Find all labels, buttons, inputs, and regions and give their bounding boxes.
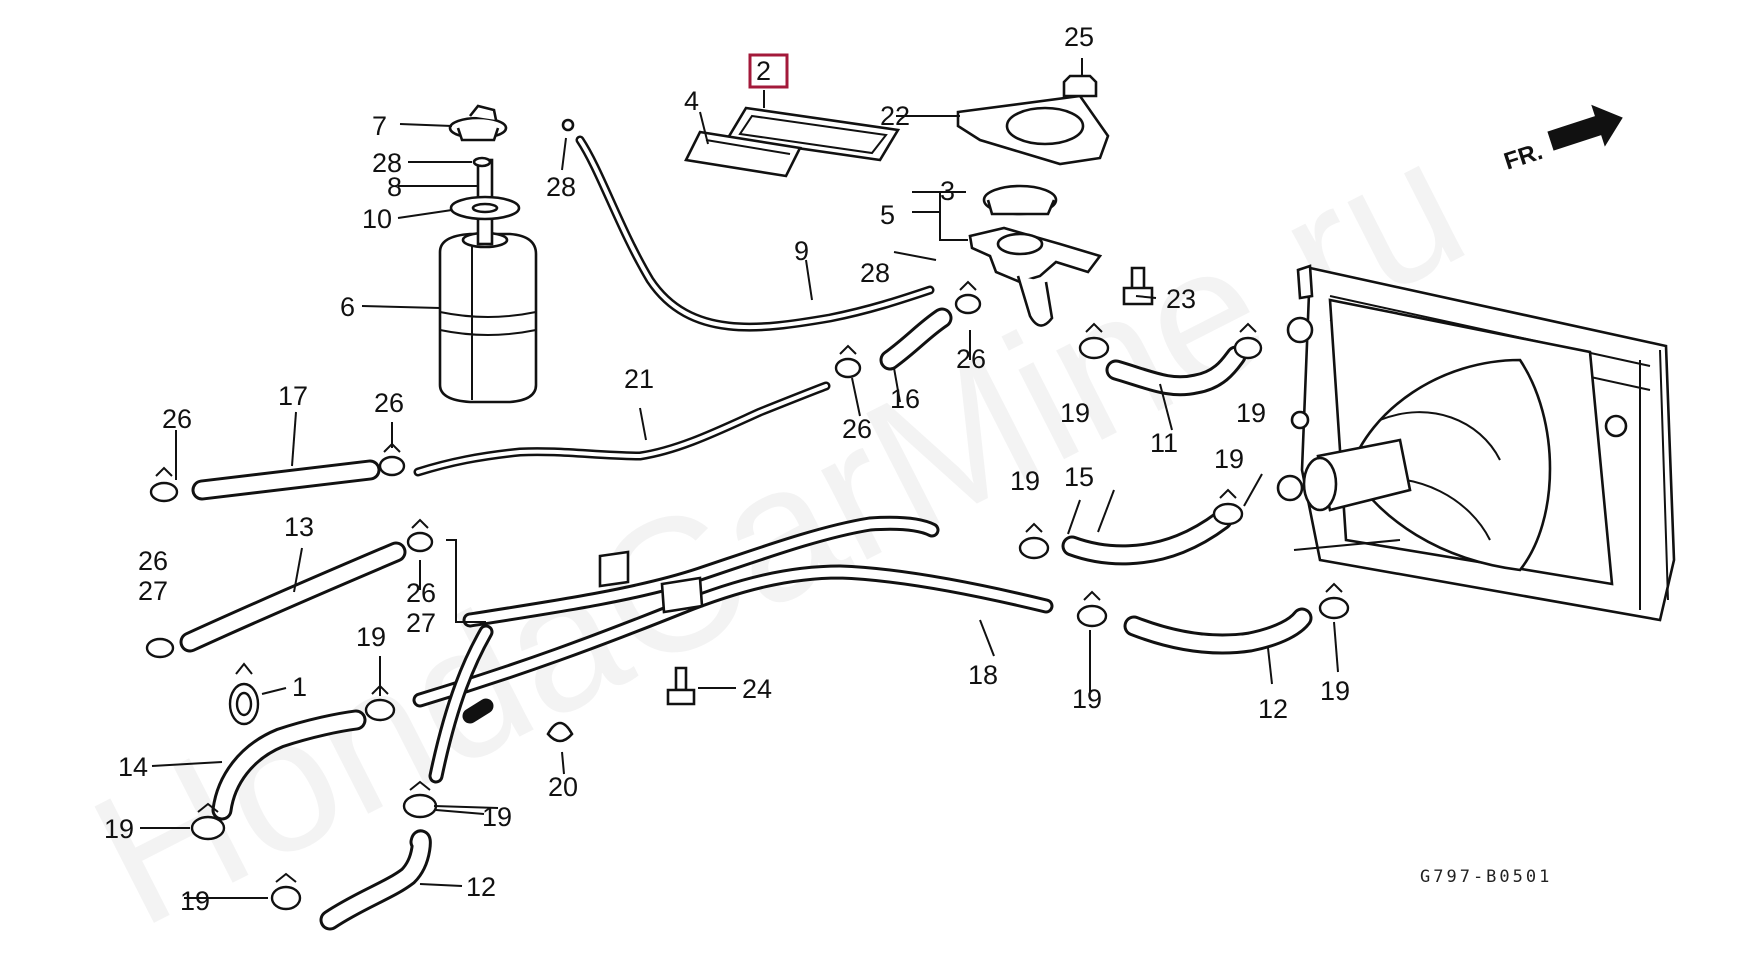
pipe-bracket <box>660 576 704 614</box>
label-plates <box>684 106 901 178</box>
caution-label-large <box>725 106 901 162</box>
caution-label-small <box>684 130 802 178</box>
clamp <box>406 518 434 553</box>
callout-16: 16 <box>890 384 920 414</box>
callout-23: 23 <box>1166 284 1196 314</box>
lower-hoses <box>211 709 432 931</box>
nut <box>1062 74 1098 98</box>
fan-blades <box>1348 358 1552 572</box>
overflow-tube <box>561 118 935 332</box>
callout-19: 19 <box>1236 398 1266 428</box>
callout-18: 18 <box>968 660 998 690</box>
callout-19: 19 <box>1214 444 1244 474</box>
front-arrow-icon <box>1547 104 1623 151</box>
clamp <box>378 442 406 477</box>
o-ring-small <box>472 156 492 168</box>
callout-3: 3 <box>940 176 955 206</box>
callout-11: 11 <box>1150 428 1178 458</box>
clamp <box>954 280 982 315</box>
callout-14: 14 <box>118 752 148 782</box>
callout-1: 1 <box>292 672 307 702</box>
callout-19: 19 <box>180 886 210 916</box>
callout-21: 21 <box>624 364 654 394</box>
callout-19: 19 <box>1060 398 1090 428</box>
callout-26: 26 <box>162 404 192 434</box>
callout-4: 4 <box>684 86 699 116</box>
callout-19: 19 <box>1010 466 1040 496</box>
callout-12: 12 <box>466 872 496 902</box>
highlight-box-part-2 <box>748 53 789 89</box>
callout-22: 22 <box>880 101 910 131</box>
callout-24: 24 <box>742 674 772 704</box>
callout-26: 26 <box>842 414 872 444</box>
callout-28: 28 <box>546 172 576 202</box>
callout-9: 9 <box>794 236 809 266</box>
callout-19: 19 <box>1320 676 1350 706</box>
diagram-code: G797-B0501 <box>1420 867 1552 887</box>
callout-15: 15 <box>1064 462 1094 492</box>
callout-27: 27 <box>406 608 436 638</box>
callout-8: 8 <box>387 172 402 202</box>
callout-26: 26 <box>406 578 436 608</box>
callout-26: 26 <box>374 388 404 418</box>
callout-26: 26 <box>956 344 986 374</box>
clamp <box>1018 522 1050 560</box>
radiator-cap-group <box>956 74 1110 327</box>
water-pipe <box>412 515 1054 784</box>
callout-2: 2 <box>756 56 771 86</box>
bolt-24 <box>666 666 696 706</box>
drain-plug <box>546 721 574 743</box>
clamp <box>1318 582 1350 620</box>
clamp <box>364 684 396 722</box>
leader-lines <box>140 58 1339 899</box>
callout-20: 20 <box>548 772 578 802</box>
clamp <box>270 872 302 911</box>
reserve-tank-assembly <box>438 104 538 404</box>
callout-28: 28 <box>860 258 890 288</box>
callout-28: 28 <box>372 148 402 178</box>
callouts: 2 7 28 8 10 6 4 28 9 28 22 3 5 25 23 16 … <box>104 22 1350 916</box>
callout-5: 5 <box>880 200 895 230</box>
clamp <box>1076 590 1108 628</box>
callout-19: 19 <box>356 622 386 652</box>
callout-19: 19 <box>482 802 512 832</box>
clamp <box>149 466 179 503</box>
callout-12: 12 <box>1258 694 1288 724</box>
clamp <box>145 637 175 659</box>
callout-7: 7 <box>372 111 387 141</box>
callout-27: 27 <box>138 576 168 606</box>
clamp <box>1078 322 1110 360</box>
clamp <box>402 780 438 819</box>
heater-hoses <box>179 381 831 653</box>
callout-19: 19 <box>1072 684 1102 714</box>
callout-17: 17 <box>278 381 308 411</box>
callout-26: 26 <box>138 546 168 576</box>
watermark: HondaCarMine.ru <box>62 97 1494 960</box>
callout-6: 6 <box>340 292 355 322</box>
callout-13: 13 <box>284 512 314 542</box>
clamp <box>190 802 226 841</box>
callout-10: 10 <box>362 204 392 234</box>
upper-hoses <box>879 307 1313 655</box>
o-ring-1 <box>228 662 260 726</box>
clamp <box>1212 488 1244 526</box>
front-direction-indicator: FR. <box>1501 104 1623 176</box>
clamp <box>1233 322 1263 360</box>
callout-25: 25 <box>1064 22 1094 52</box>
direction-label: FR. <box>1501 138 1546 176</box>
hose-clamps <box>145 280 1350 911</box>
clamp <box>834 344 862 379</box>
radiator-assembly <box>1276 264 1676 622</box>
callout-19: 19 <box>104 814 134 844</box>
